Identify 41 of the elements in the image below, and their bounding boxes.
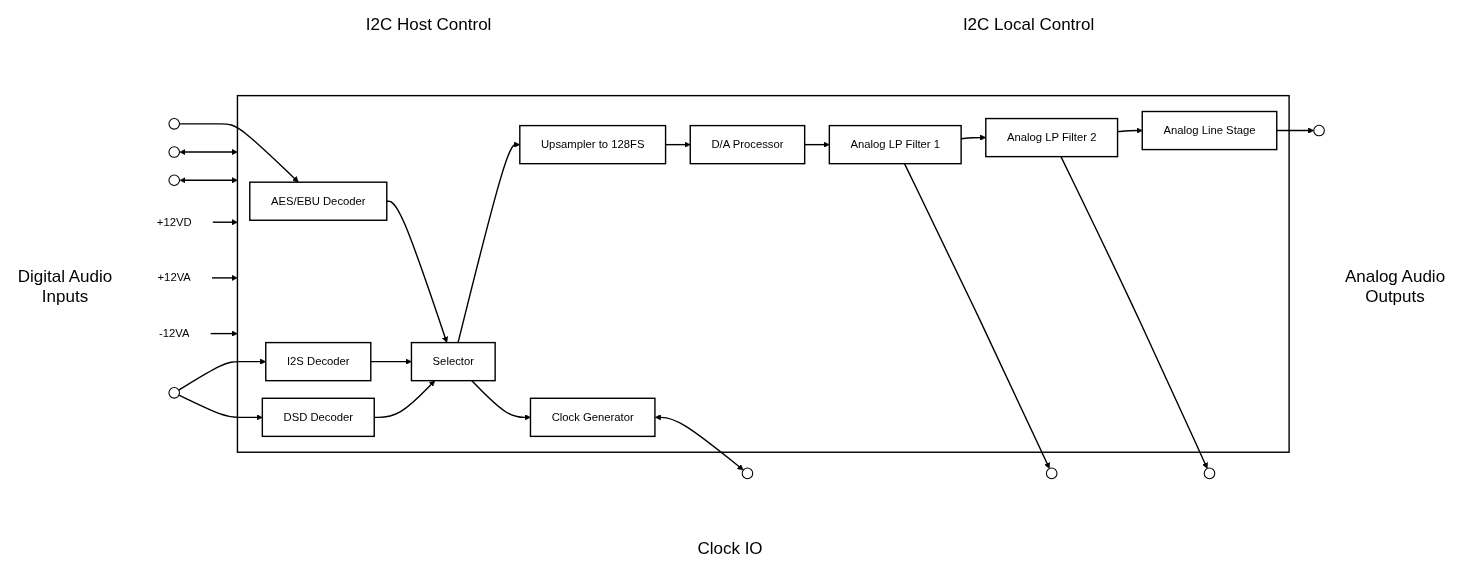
node-circle [168,146,181,158]
node-box: AES/EBU Decoder [249,181,388,221]
node-circle [168,386,181,399]
arrow [212,218,238,226]
arrow [471,379,531,421]
arrow [179,148,238,155]
port-label: Clock IO [697,539,763,559]
node-circle [168,117,181,130]
node-text: +12VA [157,271,191,284]
node-box: Analog LP Filter 1 [828,124,962,165]
arrow [1276,127,1315,134]
node-box: DSD Decoder [261,397,375,437]
node-circle [1313,124,1325,137]
node-text: -12VA [158,327,190,340]
node-text: +12VD [156,215,192,228]
arrow [179,177,238,184]
node-box: Clock Generator [529,397,656,437]
arrow [209,330,238,337]
node-circle [741,467,754,480]
node-box: Selector [410,341,496,382]
node-circle [1045,467,1058,480]
arrow [903,162,1050,469]
arrow [211,274,238,281]
arrow [178,394,263,421]
node-circle [168,174,181,186]
arrow [178,123,299,183]
port-label: I2C Host Control [365,15,492,35]
node-box: Upsampler to 128FS [519,124,667,165]
arrow [654,414,744,471]
port-label: Analog Audio Outputs [1343,267,1447,307]
cluster [236,94,1290,453]
arrow [386,200,448,343]
node-box: Analog Line Stage [1141,110,1278,151]
node-circle [1203,467,1216,480]
node-box: Analog LP Filter 2 [985,117,1119,158]
arrow [370,358,412,365]
arrow [1060,155,1208,469]
port-label: I2C Local Control [962,15,1095,35]
node-box: D/A Processor [689,124,806,165]
node-box: I2S Decoder [265,341,372,382]
port-label: Digital Audio Inputs [16,267,114,307]
